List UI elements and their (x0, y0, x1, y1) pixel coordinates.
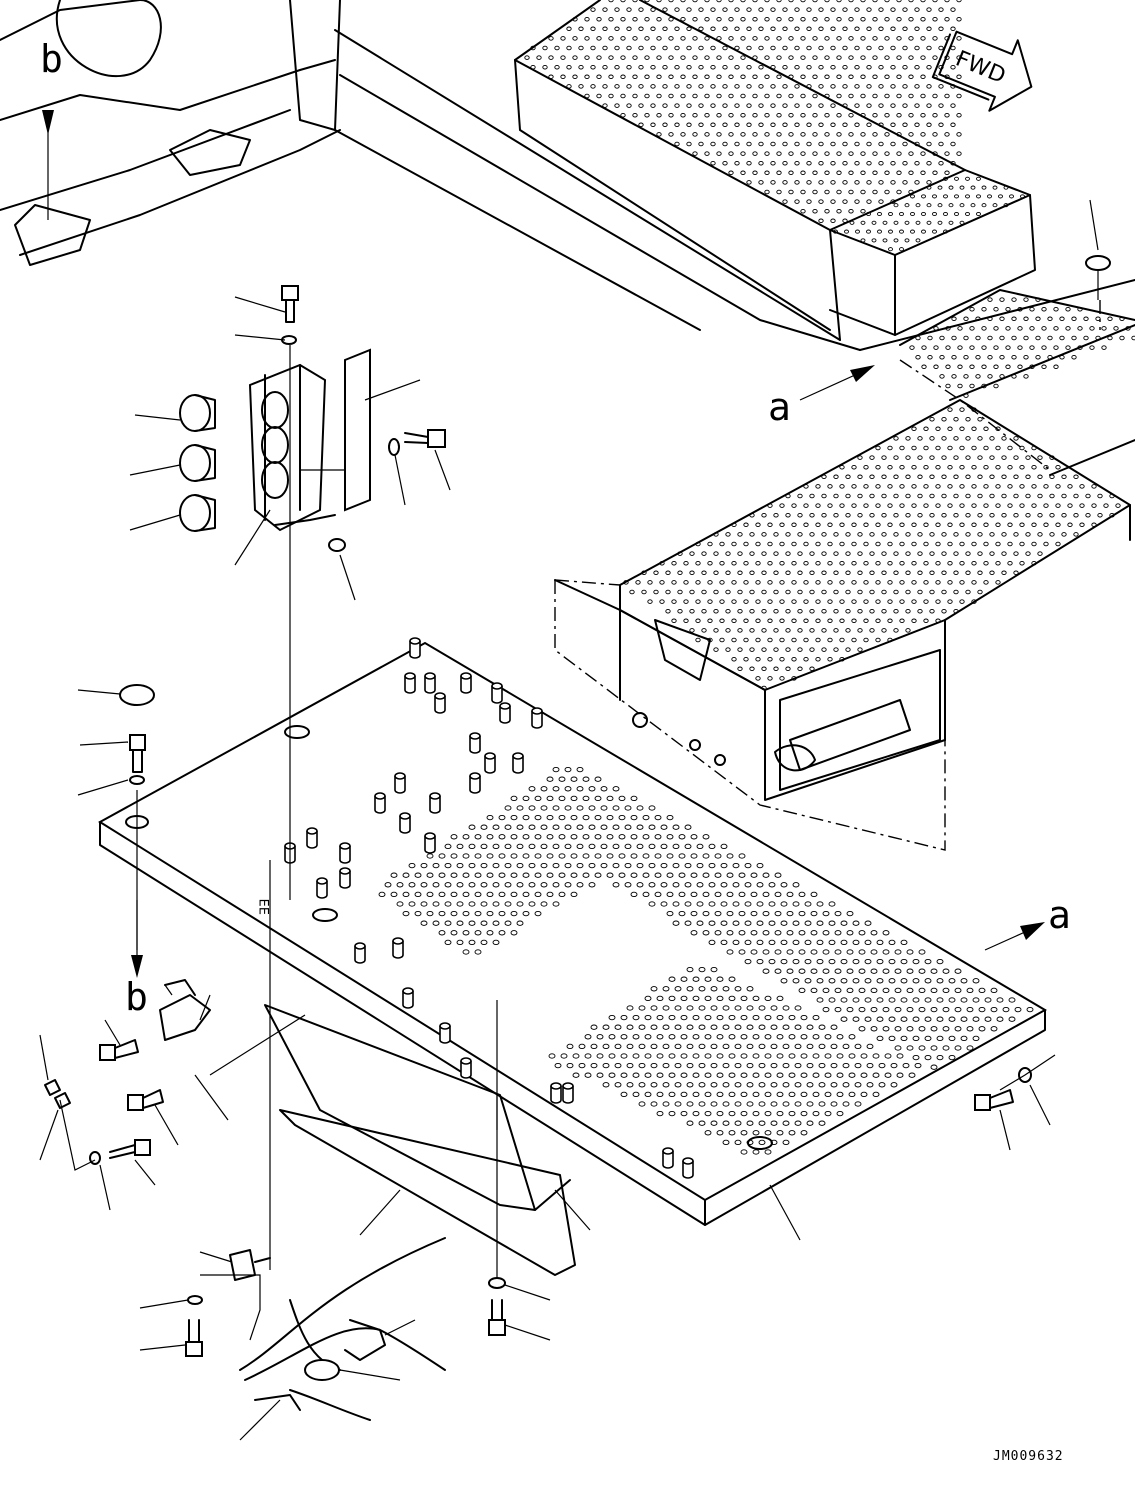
label-a-upper: a (768, 385, 791, 429)
leader-lines (39, 199, 1099, 1441)
view-marker-b-bottom: b (125, 900, 148, 1019)
drawing-code: JM009632 (993, 1449, 1064, 1464)
view-marker-a-right: a (984, 893, 1071, 951)
label-b-top: b (40, 37, 63, 81)
small-mark: ꓱꓱ (258, 899, 273, 915)
right-hardware (974, 255, 1111, 1111)
perforation-floor (378, 766, 1034, 1155)
label-a-right: a (1048, 893, 1071, 937)
under-plate-strip (264, 1004, 576, 1276)
label-b-bottom: b (125, 975, 148, 1019)
view-marker-a-upper: a (768, 365, 875, 429)
gauge-top (179, 394, 216, 432)
side-cover-box (554, 399, 1131, 851)
fwd-direction-badge: FWD (931, 30, 1033, 112)
perforation-upper (524, 0, 1135, 691)
wiring-harness (185, 1000, 506, 1421)
gauge-bracket-assembly (179, 285, 446, 900)
floor-plate (98, 641, 1048, 1270)
gauge-middle (179, 444, 216, 482)
upper-frame (0, 0, 1135, 476)
gauge-bottom (179, 494, 216, 532)
view-marker-b-top: b (40, 37, 63, 220)
